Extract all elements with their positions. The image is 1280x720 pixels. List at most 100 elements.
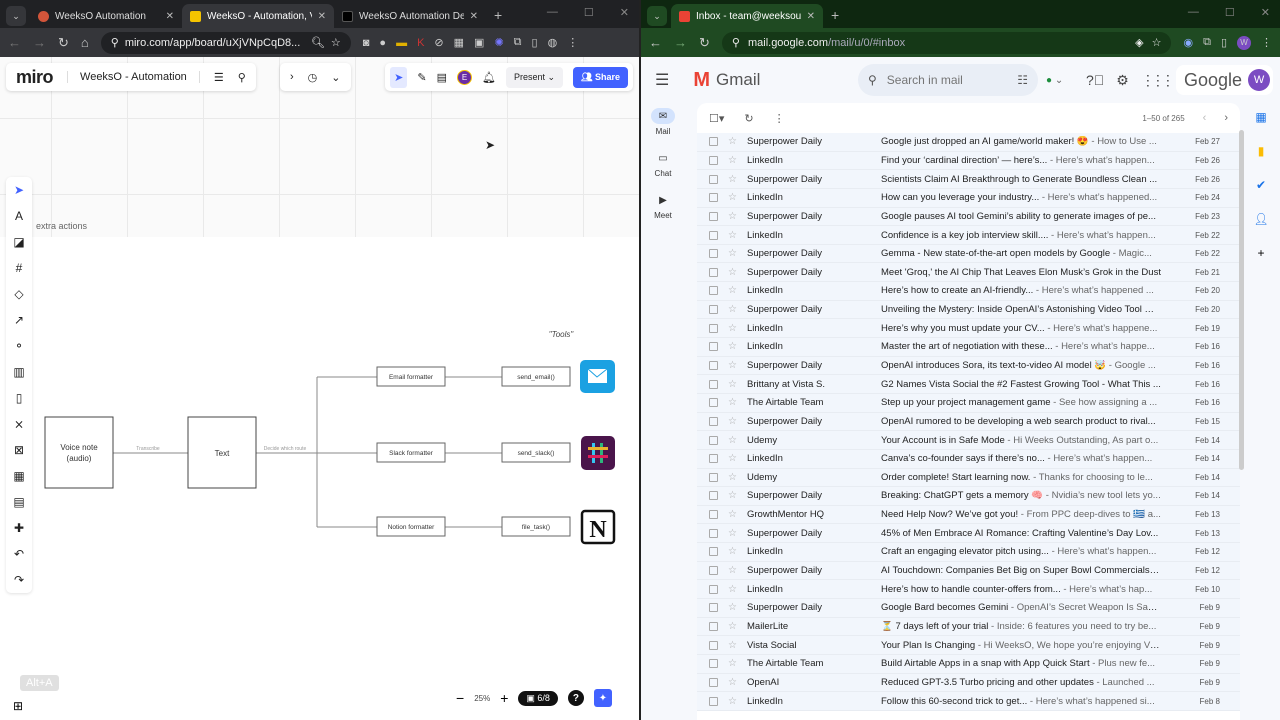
scrollbar[interactable]	[1239, 130, 1244, 470]
row-checkbox[interactable]	[709, 603, 718, 613]
text-tool-icon[interactable]: A	[14, 209, 23, 223]
frames-icon[interactable]: ⊞	[13, 699, 24, 713]
close-icon[interactable]: ✕	[165, 10, 174, 22]
home-icon[interactable]: ⌂	[80, 35, 89, 50]
close-icon[interactable]: ✕	[469, 10, 478, 22]
star-icon[interactable]: ☆	[728, 583, 737, 595]
forward-icon[interactable]: →	[674, 35, 687, 50]
row-checkbox[interactable]	[709, 472, 718, 482]
star-icon[interactable]: ☆	[728, 565, 737, 577]
star-icon[interactable]: ☆	[728, 602, 737, 614]
close-icon[interactable]: ✕	[317, 10, 326, 22]
present-button[interactable]: Present ⌄	[505, 66, 564, 88]
back-icon[interactable]: ←	[649, 35, 662, 50]
tasks-app-icon[interactable]: ✔	[1255, 178, 1267, 192]
more-actions-icon[interactable]: ⋮	[773, 112, 785, 125]
row-checkbox[interactable]	[709, 659, 718, 669]
row-checkbox[interactable]	[709, 677, 718, 687]
mindmap-icon[interactable]: ⚬	[13, 339, 25, 353]
tab-search-button[interactable]: ⌄	[6, 6, 26, 26]
bookmark-star-icon[interactable]: ☆	[330, 37, 341, 49]
row-checkbox[interactable]	[709, 584, 718, 594]
row-checkbox[interactable]	[709, 155, 718, 165]
row-checkbox[interactable]	[709, 137, 718, 147]
prev-page-icon[interactable]: ‹	[1202, 112, 1207, 124]
row-checkbox[interactable]	[709, 640, 718, 650]
site-info-icon[interactable]: ⚲	[110, 37, 119, 49]
send-slack-node[interactable]	[501, 442, 571, 463]
extension-icon[interactable]: ▣	[474, 37, 485, 49]
tab-search-button[interactable]: ⌄	[647, 6, 667, 26]
row-checkbox[interactable]	[709, 305, 718, 315]
add-more-icon[interactable]: ✚	[13, 521, 25, 535]
star-icon[interactable]: ☆	[728, 658, 737, 670]
rail-mail[interactable]: ✉Mail	[651, 108, 675, 136]
row-checkbox[interactable]	[709, 211, 718, 221]
menu-dots-icon[interactable]: ⋮	[1261, 37, 1272, 49]
select-tool-icon[interactable]: ➤	[13, 183, 25, 197]
extension-icon[interactable]: ●	[379, 36, 387, 49]
expand-chevron-icon[interactable]: ›	[290, 71, 294, 83]
star-icon[interactable]: ☆	[728, 415, 737, 427]
star-icon[interactable]: ☆	[728, 154, 737, 166]
row-checkbox[interactable]	[709, 696, 718, 706]
puzzle-icon[interactable]: ⧉	[1203, 36, 1211, 48]
row-checkbox[interactable]	[709, 528, 718, 538]
notifications-bell-icon[interactable]: 🔔︎	[482, 71, 496, 84]
diagram-icon[interactable]: ⨯	[13, 417, 25, 431]
rail-chat[interactable]: ▭Chat	[651, 150, 675, 179]
help-button[interactable]: ?	[567, 690, 584, 706]
lens-icon[interactable]: ◈	[1135, 37, 1144, 49]
star-icon[interactable]: ☆	[728, 266, 737, 278]
redo-icon[interactable]: ↷	[13, 573, 25, 587]
help-icon[interactable]: ?⃝	[1086, 71, 1105, 88]
star-icon[interactable]: ☆	[728, 676, 737, 688]
shapes-tool-icon[interactable]: ◇	[14, 287, 24, 301]
star-icon[interactable]: ☆	[728, 378, 737, 390]
menu-dots-icon[interactable]: ⋮	[567, 37, 579, 49]
apps-grid-icon[interactable]: ⋮⋮⋮	[1140, 71, 1175, 88]
row-checkbox[interactable]	[709, 249, 718, 259]
star-icon[interactable]: ☆	[728, 509, 737, 521]
row-checkbox[interactable]	[709, 621, 718, 631]
account-avatar[interactable]: W	[1248, 69, 1271, 91]
zoom-level[interactable]: 25%	[474, 693, 491, 703]
row-checkbox[interactable]	[709, 267, 718, 277]
next-page-icon[interactable]: ›	[1224, 112, 1228, 124]
star-icon[interactable]: ☆	[728, 360, 737, 371]
more-chevron-icon[interactable]: ⌄	[331, 71, 341, 84]
file-task-node[interactable]	[501, 516, 571, 537]
tab-miro-board[interactable]: WeeksO - Automation, Visual✕	[182, 4, 334, 28]
send-email-node[interactable]	[501, 366, 571, 387]
slack-formatter-node[interactable]	[376, 442, 446, 463]
url-bar[interactable]: ⚲mail.google.com/mail/u/0/#inbox◈☆	[721, 31, 1172, 54]
row-checkbox[interactable]	[709, 286, 718, 296]
row-checkbox[interactable]	[709, 398, 718, 408]
star-icon[interactable]: ☆	[728, 546, 737, 558]
refresh-icon[interactable]: ↻	[744, 112, 754, 125]
contacts-app-icon[interactable]: 👤︎	[1253, 212, 1269, 226]
frames-pager[interactable]: ▣ 6/8	[518, 690, 558, 706]
minimize-icon[interactable]: —	[546, 6, 558, 18]
settings-gear-icon[interactable]: ⚙	[1116, 71, 1129, 88]
profile-avatar[interactable]: ◍	[547, 37, 558, 49]
minimize-icon[interactable]: —	[1187, 6, 1199, 18]
star-icon[interactable]: ☆	[728, 248, 737, 260]
timer-icon[interactable]: ◷	[307, 71, 318, 84]
